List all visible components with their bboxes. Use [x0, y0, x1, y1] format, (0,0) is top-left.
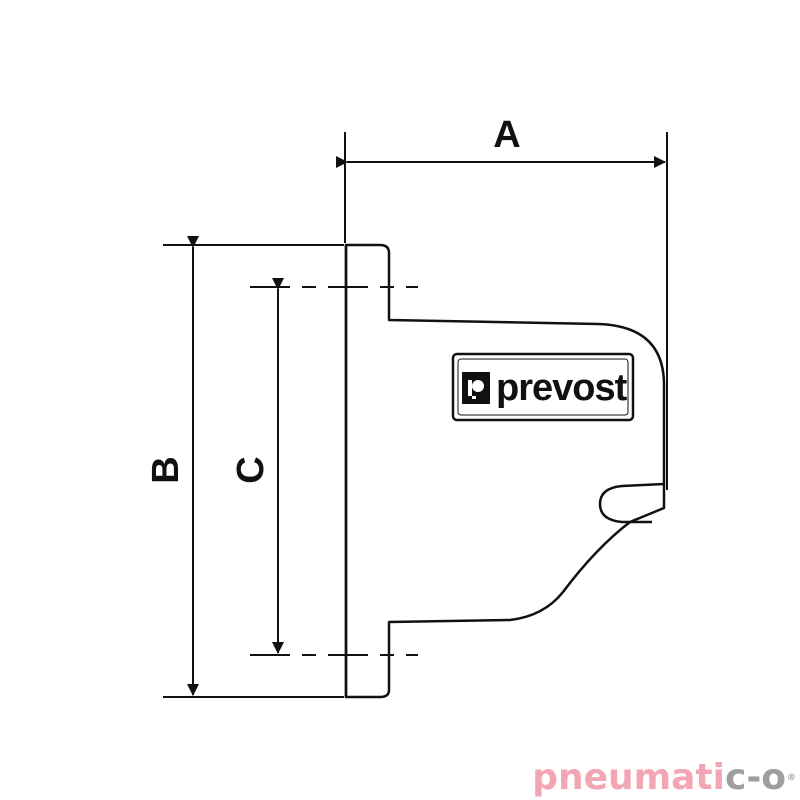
part-nub-outline [598, 482, 665, 524]
dimension-b [163, 236, 344, 698]
dimension-a [336, 132, 668, 490]
registered-mark: ® [787, 773, 796, 783]
part-body-outline [344, 243, 666, 699]
brand-name-text: prevost [496, 367, 628, 409]
brand-label-plate: prevost [451, 352, 635, 422]
dimension-b-label: B [145, 456, 187, 483]
part-outline [344, 243, 666, 699]
logo-text-gray: c-o [724, 757, 786, 798]
logo-text-pink: pneumati [532, 757, 725, 798]
dimension-a-label: A [493, 114, 520, 156]
dimension-c-label: C [230, 456, 272, 483]
prevost-logo-icon [462, 372, 490, 404]
dimension-c [250, 278, 418, 656]
